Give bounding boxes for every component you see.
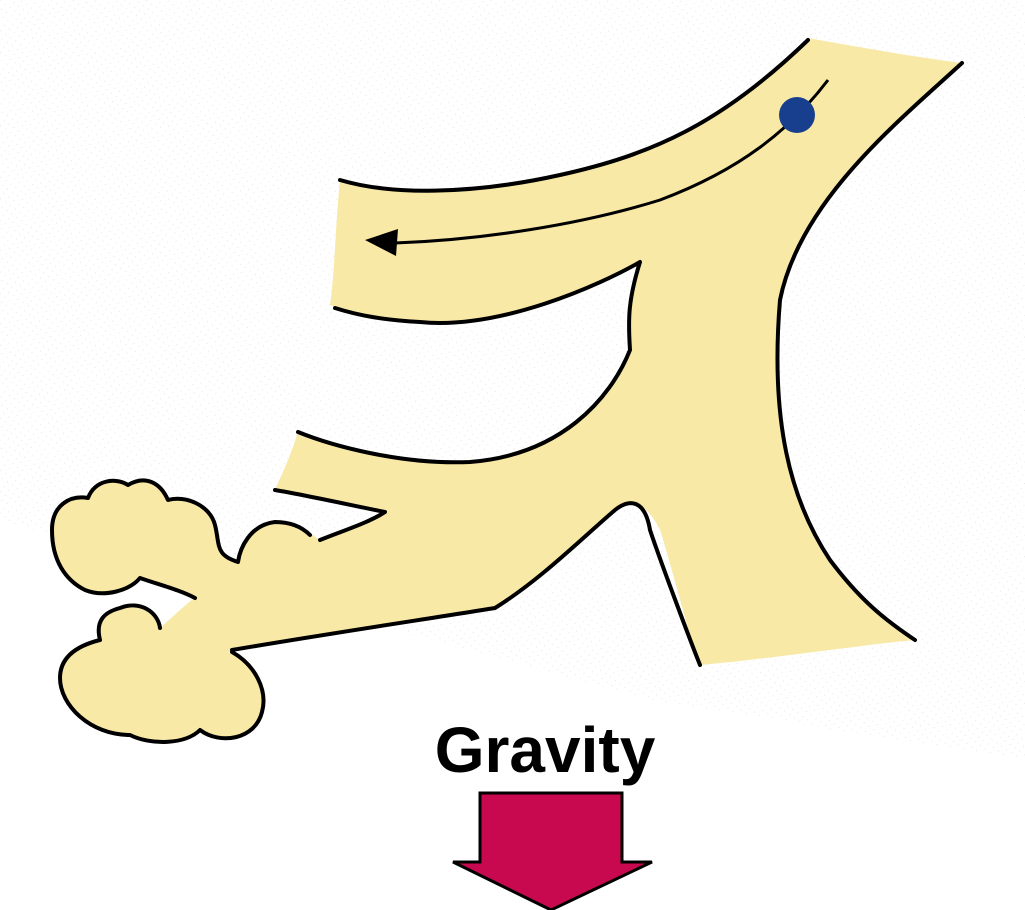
alveoli-lower-outline: [58, 603, 266, 744]
particle-icon: [779, 97, 815, 133]
upper-branch-lower-edge: [296, 260, 642, 465]
airway-tree: [52, 38, 962, 742]
arrow-left-icon: [365, 229, 398, 256]
airway-branch-fill: [52, 38, 962, 742]
gravity-arrow-icon: [452, 791, 653, 910]
trunk-right-edge: [775, 61, 964, 642]
airway-outline: [50, 38, 964, 744]
gravity-label: Gravity: [434, 714, 656, 786]
lower-branch-edge: [230, 501, 702, 667]
alveoli-upper-outline: [50, 478, 312, 600]
middle-branch-edge: [273, 488, 387, 542]
upper-branch-top-edge: [338, 38, 810, 193]
